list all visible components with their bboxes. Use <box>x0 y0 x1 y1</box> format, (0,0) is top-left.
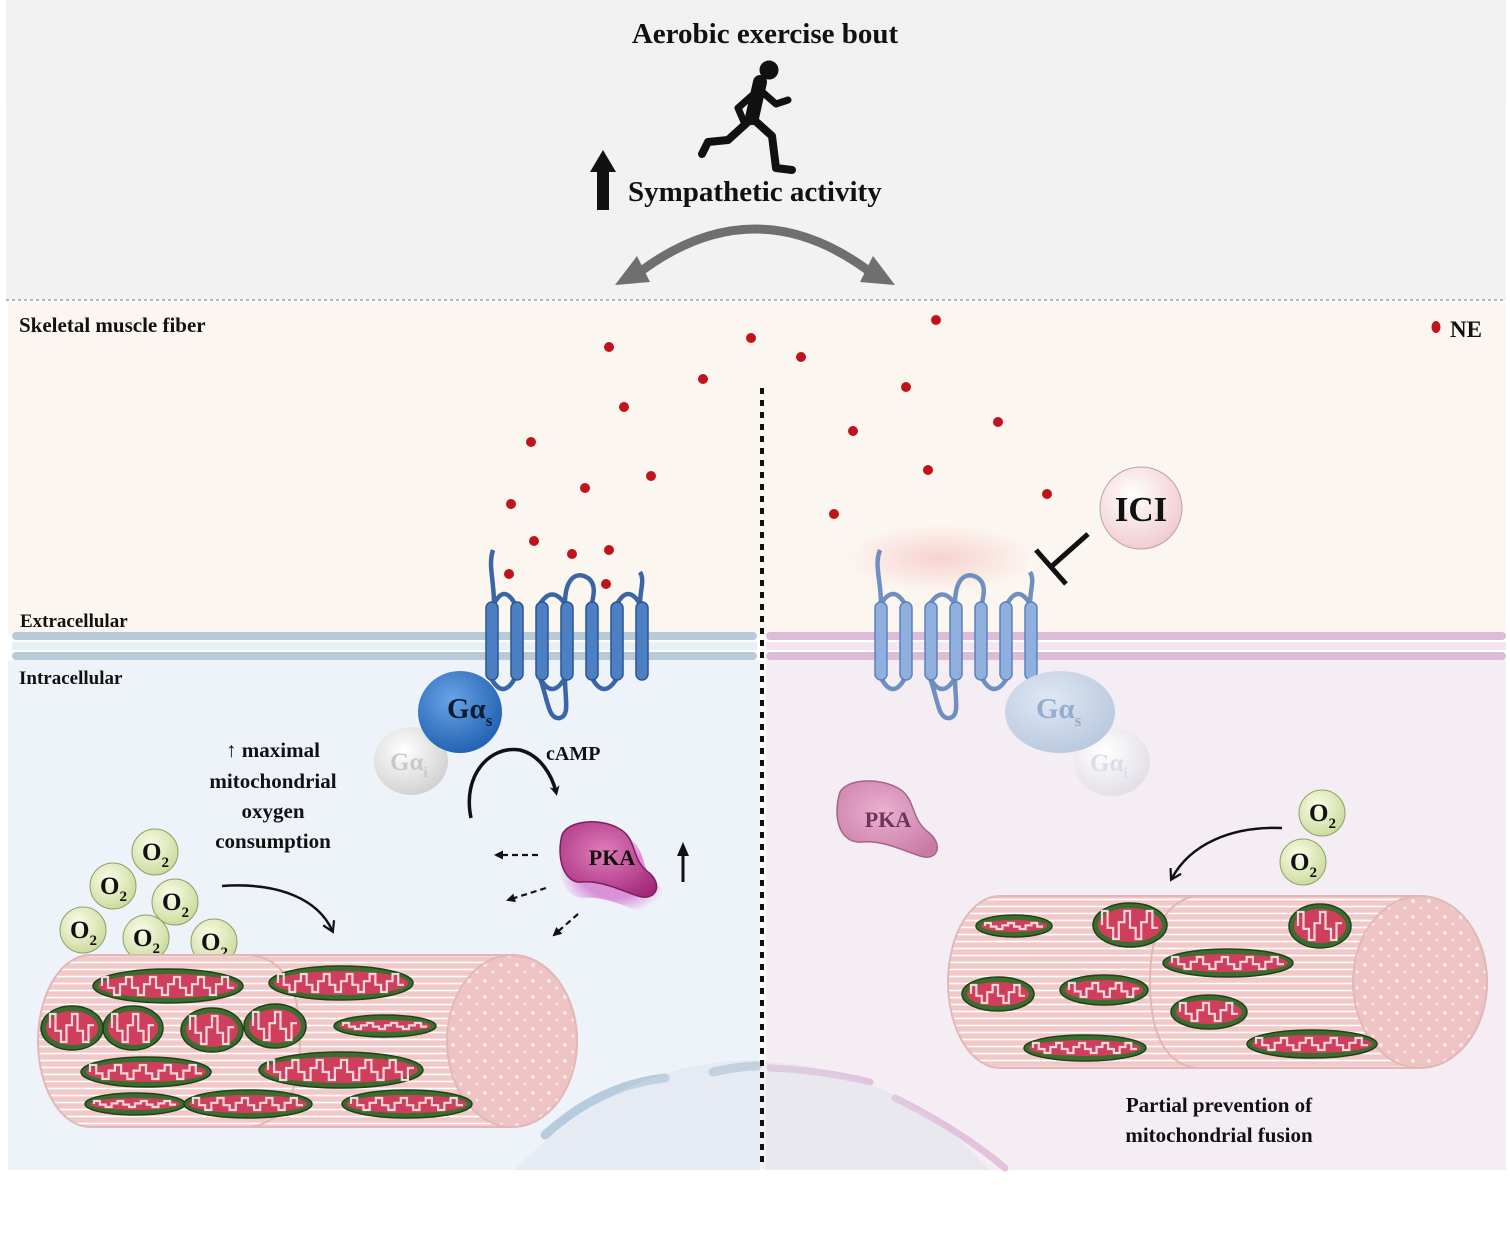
mitochondrion <box>92 968 244 1004</box>
mitochondrion <box>1059 974 1149 1006</box>
o2-molecule: O2 <box>1298 789 1346 837</box>
o2-molecule: O2 <box>89 862 137 910</box>
left-receptor <box>485 549 649 721</box>
svg-text:O2: O2 <box>100 873 127 905</box>
ne-molecules-right <box>829 315 1052 519</box>
o2-molecule: O2 <box>122 914 170 962</box>
mitochondrion <box>102 1005 164 1051</box>
mitochondrion <box>243 1003 307 1049</box>
ne-molecules-left <box>504 333 806 589</box>
left-gas: Gαs <box>418 671 502 753</box>
mitochondrion <box>40 1005 104 1051</box>
mitochondrion <box>1162 948 1294 978</box>
left-gai: Gαi <box>374 727 448 795</box>
svg-text:Gαs: Gαs <box>1036 693 1082 730</box>
camp-label: cAMP <box>546 743 600 765</box>
o2-molecule: O2 <box>1279 838 1327 886</box>
title: Aerobic exercise bout <box>632 18 899 50</box>
o2-molecule: O2 <box>59 906 107 954</box>
svg-text:O2: O2 <box>162 889 189 921</box>
sympathetic-label: Sympathetic activity <box>628 176 882 208</box>
mitochondrion <box>84 1092 186 1116</box>
mitochondrion <box>268 965 414 1001</box>
mitochondrion <box>1288 903 1352 949</box>
svg-text:Partial prevention of: Partial prevention of <box>1126 1093 1313 1117</box>
mitochondrion <box>80 1056 212 1088</box>
svg-text:Gαs: Gαs <box>447 693 493 730</box>
right-effect-text: Partial prevention of mitochondrial fusi… <box>1125 1093 1313 1147</box>
o2-molecule: O2 <box>131 828 179 876</box>
right-o2-arrow <box>1169 826 1283 882</box>
svg-text:oxygen: oxygen <box>242 799 305 823</box>
mitochondrion <box>341 1089 473 1119</box>
intracellular-label: Intracellular <box>19 668 123 689</box>
mitochondrion <box>333 1014 437 1038</box>
svg-text:O2: O2 <box>70 917 97 949</box>
blocked-receptor-halo <box>845 524 1035 592</box>
mitochondrion <box>258 1051 424 1089</box>
left-o2-arrow <box>221 884 336 934</box>
svg-text:O2: O2 <box>201 929 228 961</box>
mitochondrion <box>1170 994 1248 1030</box>
left-muscle-fiber <box>37 954 578 1128</box>
extracellular-region <box>8 302 1506 636</box>
ne-legend-dot <box>1431 321 1441 333</box>
svg-text:O2: O2 <box>1290 849 1317 881</box>
mitochondrion <box>975 914 1053 938</box>
mitochondrion <box>1023 1034 1147 1062</box>
svg-text:O2: O2 <box>142 839 169 871</box>
right-gas: Gαs <box>1005 671 1115 753</box>
mitochondrion <box>961 976 1035 1012</box>
svg-text:↑ maximal: ↑ maximal <box>226 738 320 762</box>
svg-text:O2: O2 <box>1309 800 1336 832</box>
ne-legend-label: NE <box>1450 317 1482 342</box>
ici-inhibitor: ICI <box>1034 466 1183 586</box>
svg-text:Gαi: Gαi <box>1090 750 1128 782</box>
pka-signaling-arrows <box>494 850 579 937</box>
extracellular-label: Extracellular <box>20 611 128 632</box>
mitochondrion <box>180 1007 244 1053</box>
right-pka: PKA <box>836 780 938 858</box>
mitochondrion <box>1246 1029 1378 1059</box>
increase-arrow-icon <box>590 150 616 210</box>
split-arrow-icon <box>615 224 895 285</box>
svg-text:O2: O2 <box>133 925 160 957</box>
camp-arrow <box>467 747 560 819</box>
right-muscle-fiber <box>947 895 1488 1069</box>
svg-text:mitochondrial fusion: mitochondrial fusion <box>1125 1123 1313 1147</box>
nucleus-outline <box>515 1060 1009 1172</box>
mitochondrion <box>1092 902 1168 948</box>
runner-icon <box>698 60 796 174</box>
o2-molecule: O2 <box>190 918 238 966</box>
svg-text:Gαi: Gαi <box>390 749 428 781</box>
left-effect-text: ↑ maximal mitochondrial oxygen consumpti… <box>209 738 336 853</box>
left-pka-label: PKA <box>589 845 636 870</box>
right-pka-label: PKA <box>865 807 912 832</box>
pka-increase-icon <box>677 842 689 882</box>
exercise-region <box>6 0 1506 300</box>
right-gai: Gαi <box>1074 728 1150 796</box>
svg-text:consumption: consumption <box>215 829 331 853</box>
ici-label: ICI <box>1115 490 1168 529</box>
svg-text:mitochondrial: mitochondrial <box>209 769 336 793</box>
left-pka: PKA <box>558 821 670 916</box>
fiber-label: Skeletal muscle fiber <box>19 313 206 337</box>
mitochondrion <box>183 1089 313 1119</box>
o2-molecule: O2 <box>151 878 199 926</box>
